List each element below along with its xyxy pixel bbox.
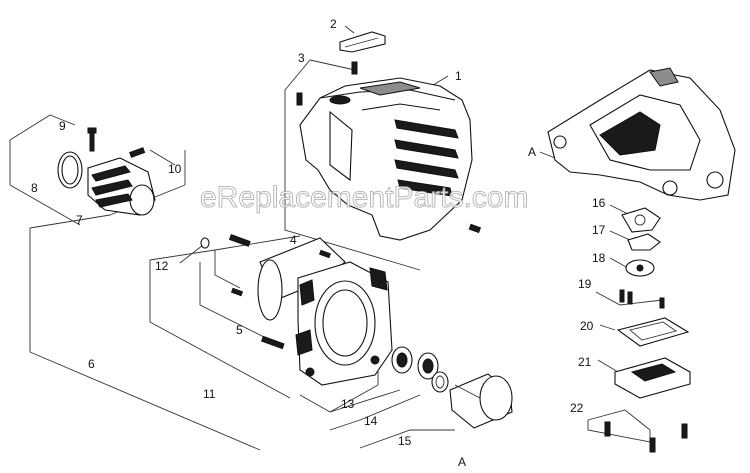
callout-5: 5 (236, 323, 243, 337)
callout-9: 9 (59, 119, 66, 133)
part-21-insulator (614, 357, 691, 399)
part-7-cylinder (87, 157, 156, 216)
callout-17: 17 (592, 223, 606, 237)
part-9-bolt (87, 127, 97, 152)
part-12-washer (200, 237, 210, 249)
callout-4: 4 (290, 233, 297, 247)
callout-10: 10 (168, 162, 182, 176)
callout-8: 8 (31, 181, 38, 195)
ref-a-top: A (528, 145, 536, 159)
callout-15: 15 (398, 434, 412, 448)
part-a-crankcase-half (547, 67, 736, 201)
part-10-bolt (129, 147, 146, 158)
part-17-reed (627, 233, 661, 251)
watermark-text: eReplacementParts.com (200, 181, 528, 214)
part-13-bearings (391, 346, 439, 380)
callout-13: 13 (341, 397, 355, 411)
callout-1: 1 (455, 69, 462, 83)
part-1-engine-cover (299, 77, 473, 241)
part-14-seal (431, 371, 449, 393)
callout-7: 7 (76, 213, 83, 227)
part-4-bolts (228, 234, 332, 297)
part-18-plate (625, 259, 655, 277)
part-19-screws (619, 289, 665, 309)
callout-labels: 1 2 3 4 5 6 7 8 9 10 11 12 13 14 15 16 1… (31, 17, 606, 469)
part-20-gasket (616, 317, 690, 347)
part-16-gasket (621, 207, 661, 233)
part-8-ring (57, 151, 83, 189)
callout-11: 11 (203, 387, 216, 401)
callout-12: 12 (155, 259, 169, 273)
callout-20: 20 (580, 319, 594, 333)
callout-16: 16 (592, 196, 606, 210)
callout-3: 3 (298, 51, 305, 65)
leader-lines (9, 25, 663, 451)
part-3-screws (296, 61, 482, 234)
callout-6: 6 (88, 357, 95, 371)
part-2-cap (339, 31, 386, 53)
callout-18: 18 (592, 251, 606, 265)
callout-14: 14 (364, 414, 378, 428)
part-11-crankcase (257, 237, 393, 386)
part-22-bolts (604, 421, 688, 453)
callout-2: 2 (330, 17, 337, 31)
part-5-bolt (260, 335, 285, 350)
callout-22: 22 (570, 401, 584, 415)
ref-a-bottom: A (458, 455, 466, 469)
callout-19: 19 (578, 277, 592, 291)
callout-21: 21 (578, 355, 592, 369)
part-15-drum (449, 373, 513, 429)
